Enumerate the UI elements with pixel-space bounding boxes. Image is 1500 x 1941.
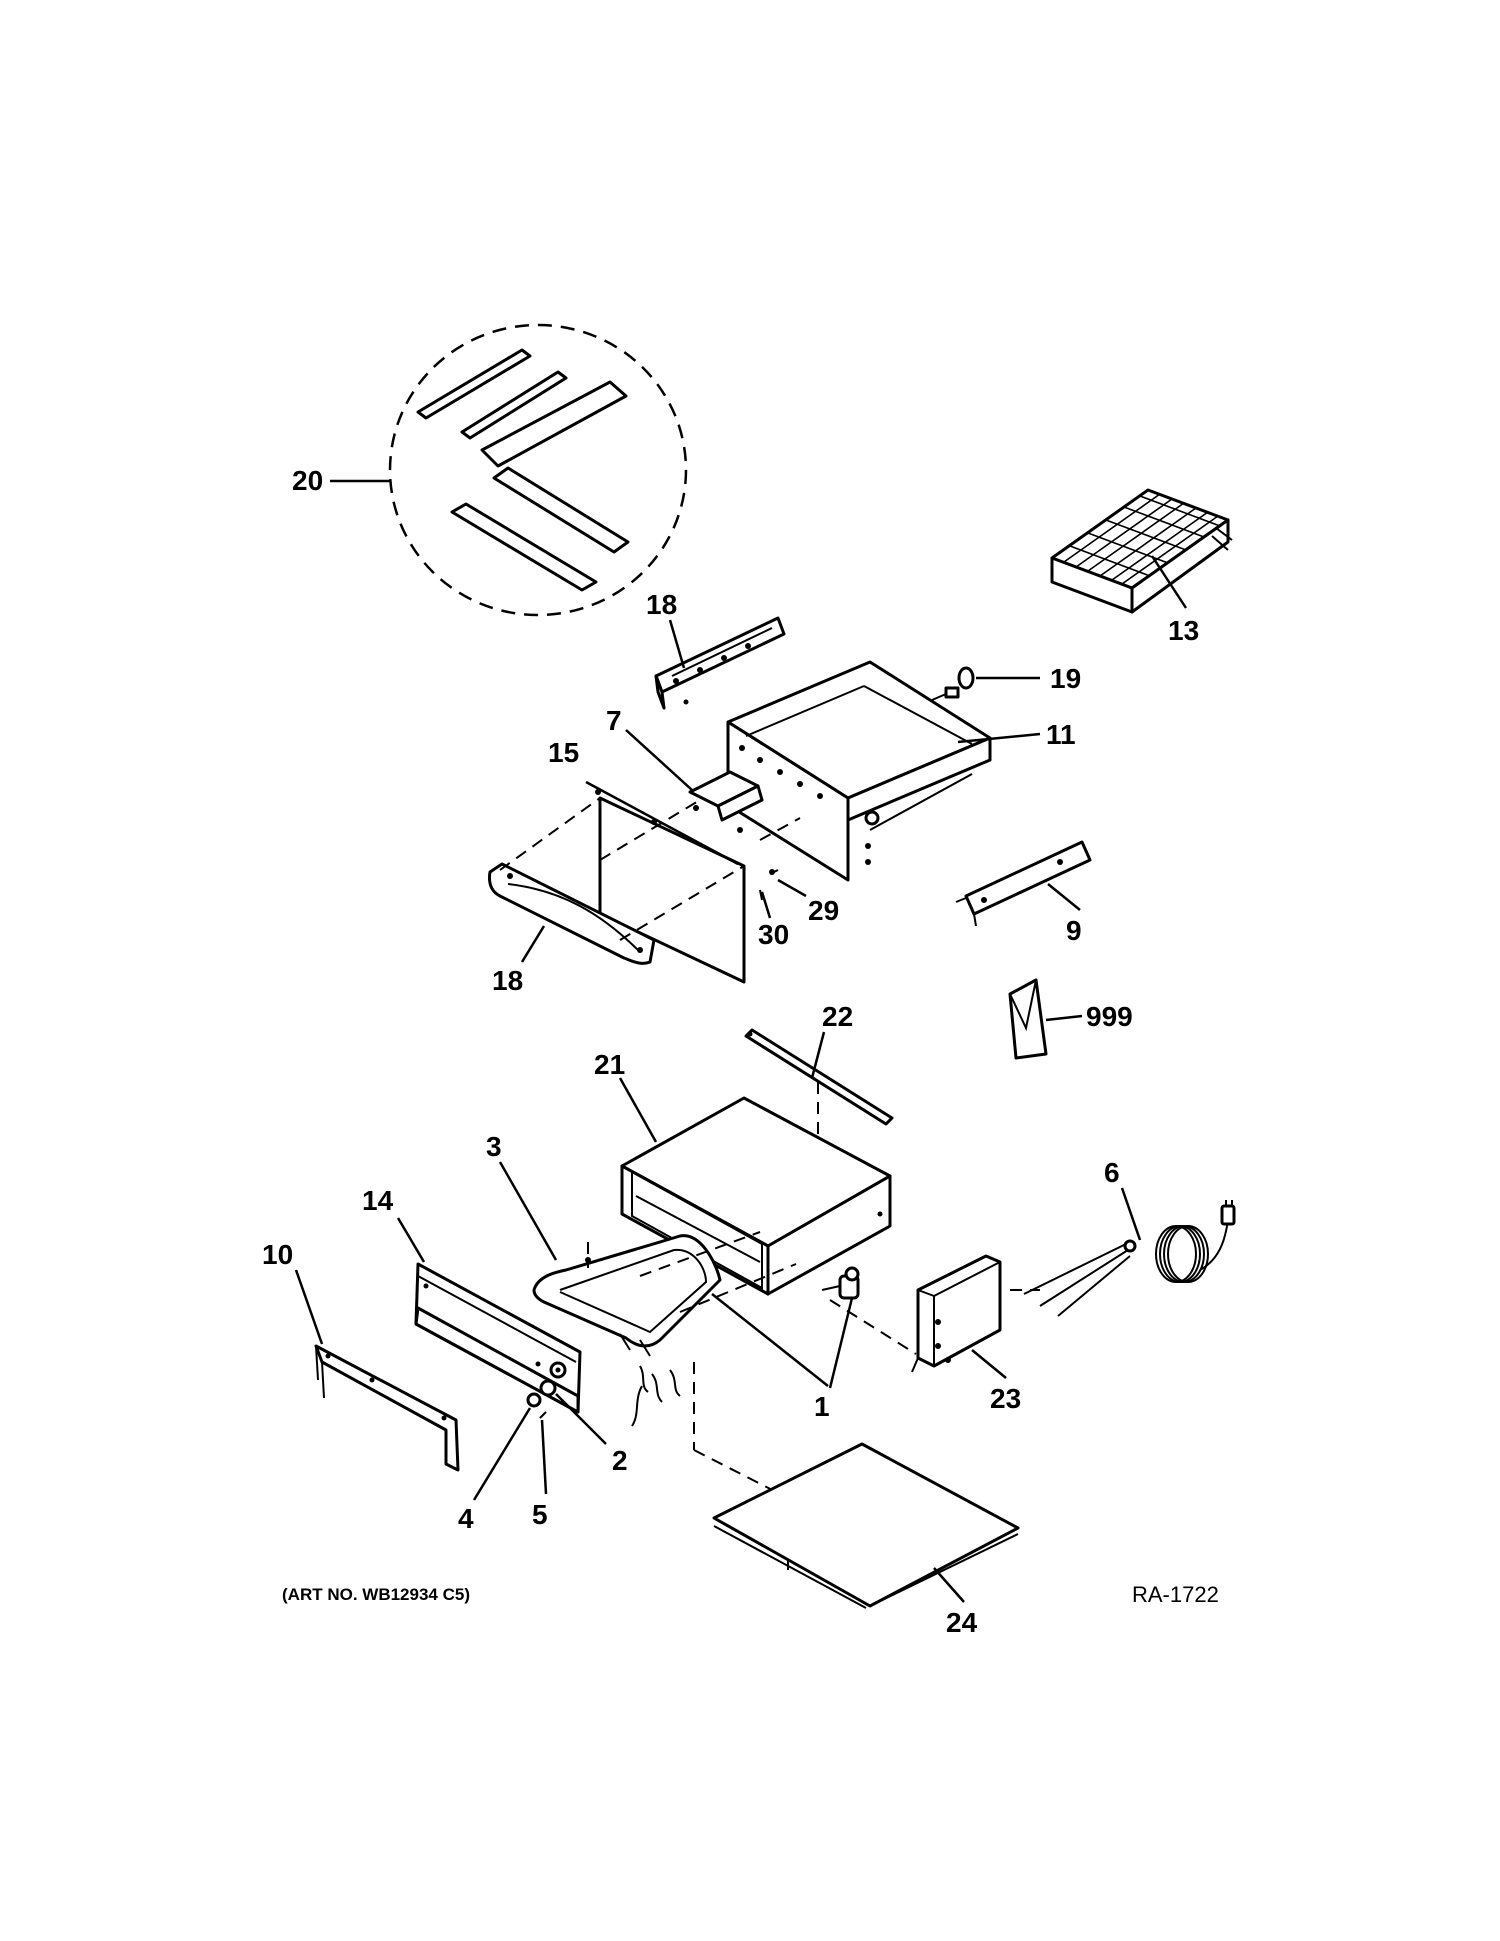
- callout-22: 22: [822, 1001, 853, 1032]
- part-29-screw: [769, 869, 807, 898]
- part-6-power-cord: [1023, 1187, 1236, 1317]
- part-3-element: [498, 1161, 722, 1357]
- callout-30: 30: [758, 919, 789, 950]
- part-4-nut: [472, 1392, 542, 1501]
- callout-13: 13: [1168, 615, 1199, 646]
- part-24-bottom-tray: [712, 1442, 1020, 1609]
- callout-999: 999: [1086, 1001, 1133, 1032]
- callout-18-top: 18: [646, 589, 677, 620]
- part-7-bracket: [625, 729, 764, 833]
- part-20-trim-kit: [330, 323, 688, 617]
- callout-9: 9: [1066, 915, 1082, 946]
- part-9-side-rail: [955, 840, 1092, 927]
- part-23-control-box: [911, 1254, 1007, 1379]
- callout-18-bottom: 18: [492, 965, 523, 996]
- callout-4: 4: [458, 1503, 474, 1534]
- reference-code: RA-1722: [1132, 1582, 1219, 1607]
- callout-3: 3: [486, 1131, 502, 1162]
- callout-5: 5: [532, 1499, 548, 1530]
- callout-1: 1: [814, 1391, 830, 1422]
- callout-19: 19: [1050, 663, 1081, 694]
- callout-20: 20: [292, 465, 323, 496]
- callout-6: 6: [1104, 1157, 1120, 1188]
- part-1-switch: [711, 1266, 860, 1389]
- part-21-housing: [618, 1077, 892, 1296]
- part-22-strip: [744, 1028, 894, 1144]
- callout-10: 10: [262, 1239, 293, 1270]
- callout-2: 2: [612, 1445, 628, 1476]
- part-14-control-panel: [396, 1217, 582, 1414]
- part-2-knob: [539, 1379, 607, 1445]
- wire-harness: [631, 1365, 681, 1427]
- part-30-screw: [759, 889, 772, 919]
- part-11-drawer-box: [726, 660, 1041, 882]
- callout-21: 21: [594, 1049, 625, 1080]
- assembly-lines-drawer: [499, 797, 801, 941]
- part-5-clip: [539, 1411, 548, 1495]
- art-number: (ART NO. WB12934 C5): [282, 1585, 470, 1604]
- part-999-literature: [1008, 978, 1083, 1060]
- callout-14: 14: [362, 1185, 394, 1216]
- callout-29: 29: [808, 895, 839, 926]
- callout-23: 23: [990, 1383, 1021, 1414]
- part-18-handle: [488, 862, 656, 965]
- part-13-wire-rack: [1050, 488, 1233, 614]
- callout-24: 24: [946, 1607, 978, 1638]
- callout-15: 15: [548, 737, 579, 768]
- part-10-trim: [294, 1269, 460, 1472]
- callout-11: 11: [1046, 719, 1076, 750]
- part-18-slide-rail-top: [654, 616, 786, 710]
- callout-labels: 20 13 18 19 11 7 15 9 29 30 18 999 22 21…: [262, 465, 1199, 1638]
- callout-7: 7: [606, 705, 622, 736]
- part-19-roller: [931, 666, 1040, 701]
